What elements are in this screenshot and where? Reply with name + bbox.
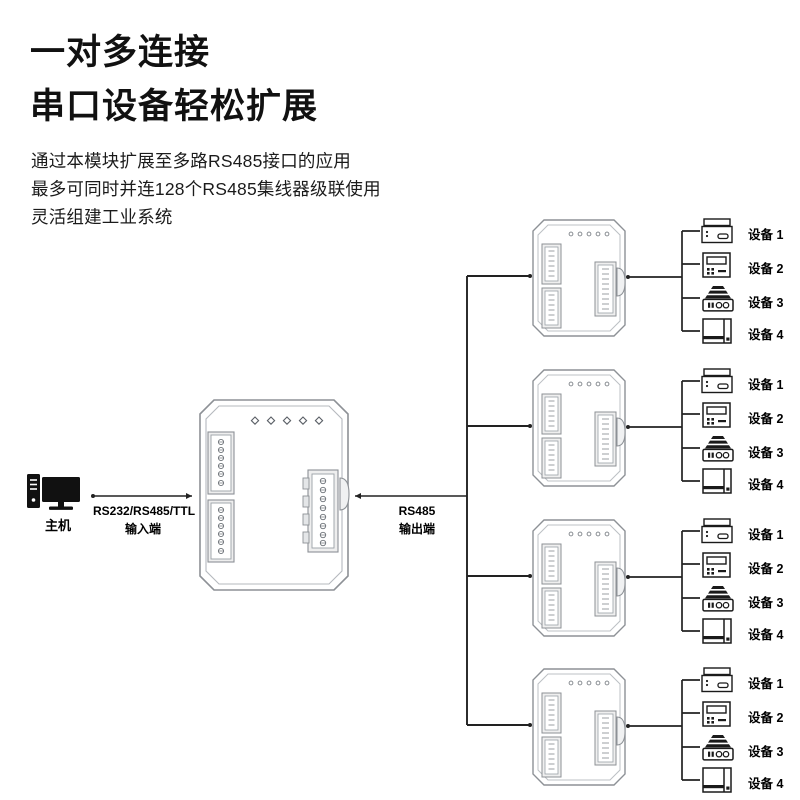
headline-line-2: 串口设备轻松扩展 [30,87,319,126]
hub-1-device-2-label: 设备 2 [748,262,784,276]
headline-line-1: 一对多连接 [30,33,211,72]
input-link-line-1: RS232/RS485/TTL [93,504,196,518]
hub-2-output-link [626,380,700,482]
hub-4-devices [701,667,734,793]
hub-3-devices [701,518,734,644]
hub-2-device-3-label: 设备 3 [748,446,784,460]
hub-2-device-2-label: 设备 2 [748,412,784,426]
host-label: 主机 [44,518,71,533]
hub-2-devices [701,368,734,494]
rs485-hub-module-1[interactable] [532,219,626,337]
hub-4-device-1-label: 设备 1 [748,677,784,691]
rs485-hub-module-3[interactable] [532,519,626,637]
hub-4-device-3-label: 设备 3 [748,745,784,759]
body-line-2: 最多可同时并连128个RS485集线器级联使用 [31,179,381,199]
hub-4-device-2-label: 设备 2 [748,711,784,725]
hub-2-device-4-label: 设备 4 [748,478,784,492]
output-link-line-1: RS485 [398,504,436,518]
input-link-line-2: 输入端 [124,522,161,536]
hub-1-device-1-label: 设备 1 [748,228,784,242]
body-line-3: 灵活组建工业系统 [31,207,173,227]
body-line-1: 通过本模块扩展至多路RS485接口的应用 [31,151,352,171]
hub-3-device-4-label: 设备 4 [748,628,784,642]
output-link-line-2: 输出端 [398,522,435,536]
host-computer-icon [26,473,81,511]
hub-4-device-4-label: 设备 4 [748,777,784,791]
hub-3-device-3-label: 设备 3 [748,596,784,610]
hub-3-device-2-label: 设备 2 [748,562,784,576]
hub-3-device-1-label: 设备 1 [748,528,784,542]
hub-1-output-link [626,230,700,332]
rs485-hub-module-4[interactable] [532,668,626,786]
rs485-hub-main-module[interactable] [199,399,350,591]
hub-2-device-1-label: 设备 1 [748,378,784,392]
rs485-hub-module-2[interactable] [532,369,626,487]
hub-1-device-4-label: 设备 4 [748,328,784,342]
hub-3-output-link [626,530,700,632]
hub-1-devices [701,218,734,344]
hub-1-device-3-label: 设备 3 [748,296,784,310]
hub-4-output-link [626,679,700,781]
input-link-label: RS232/RS485/TTL 输入端 [93,502,196,538]
output-link-label: RS485 输出端 [378,502,456,538]
